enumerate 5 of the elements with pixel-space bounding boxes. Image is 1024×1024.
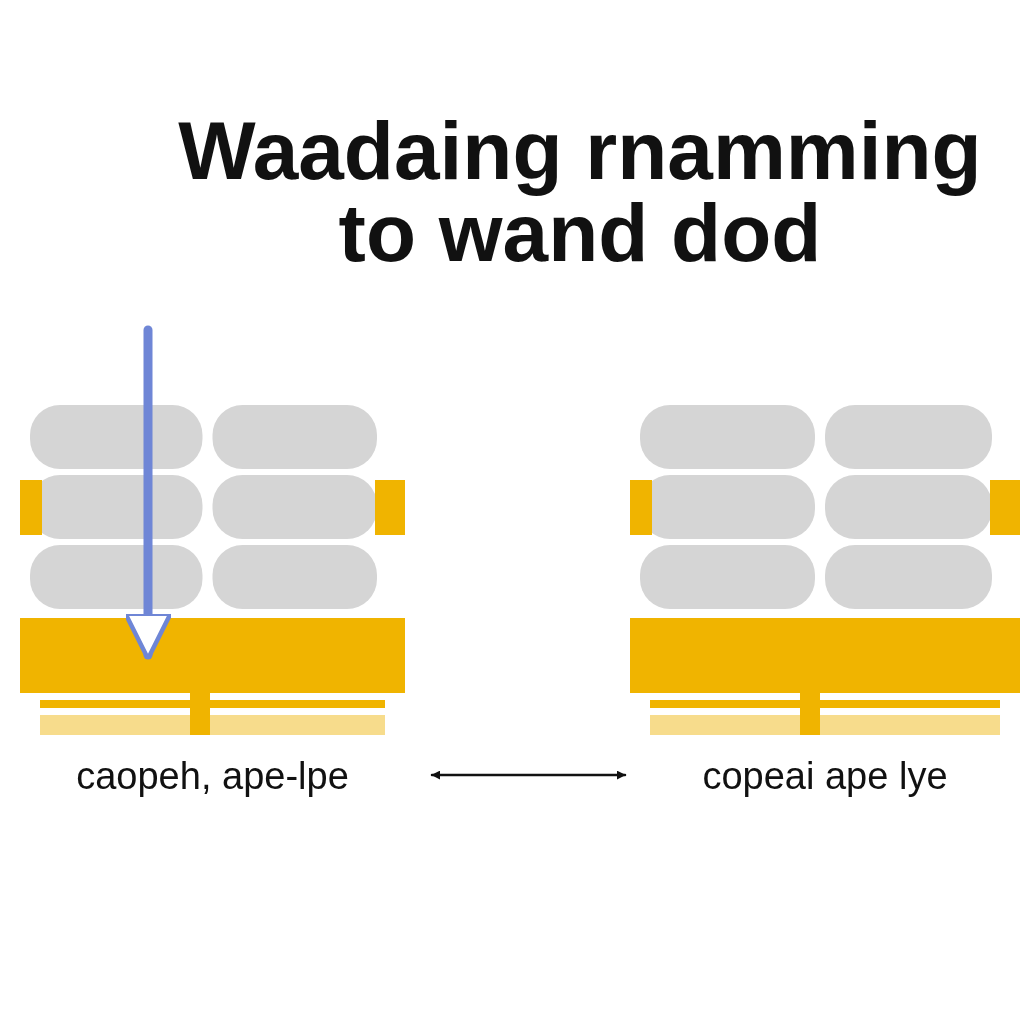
title: Waadaing rnamming to wand dod (177, 110, 983, 274)
arrow (123, 325, 173, 661)
arrow (430, 770, 627, 780)
node-label: caopeh, ape-lpe (75, 755, 350, 798)
node-label: copeai ape lye (701, 755, 949, 798)
